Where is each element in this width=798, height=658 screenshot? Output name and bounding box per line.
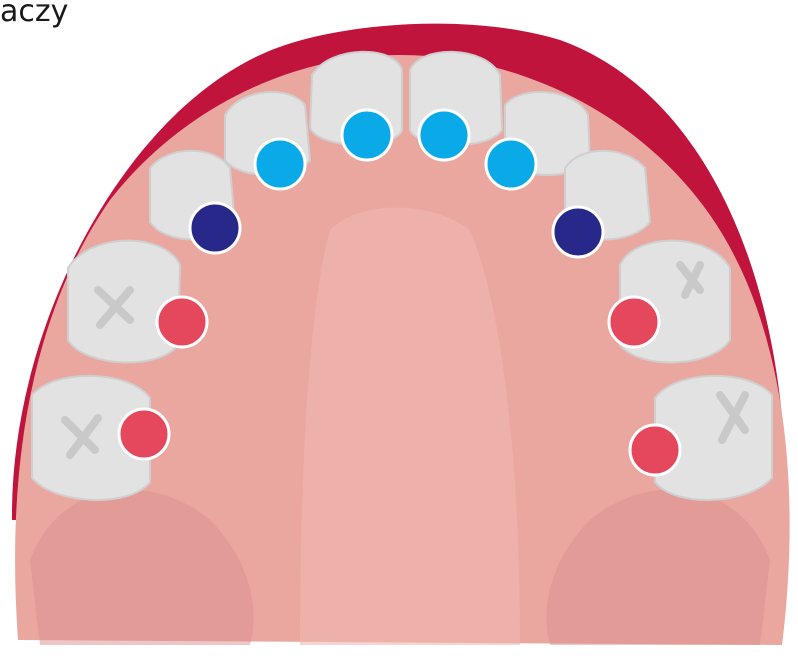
marker-incisor-lateral-right[interactable] (486, 139, 536, 189)
marker-molar-second-right[interactable] (630, 425, 680, 475)
marker-canine-right[interactable] (553, 207, 603, 257)
marker-molar-second-left[interactable] (119, 409, 169, 459)
marker-incisor-central-right[interactable] (419, 110, 469, 160)
marker-canine-left[interactable] (190, 203, 240, 253)
title-fragment: aczy (0, 0, 68, 29)
marker-incisor-central-left[interactable] (342, 110, 392, 160)
marker-molar-first-right[interactable] (609, 297, 659, 347)
marker-incisor-lateral-left[interactable] (255, 139, 305, 189)
marker-molar-first-left[interactable] (157, 297, 207, 347)
